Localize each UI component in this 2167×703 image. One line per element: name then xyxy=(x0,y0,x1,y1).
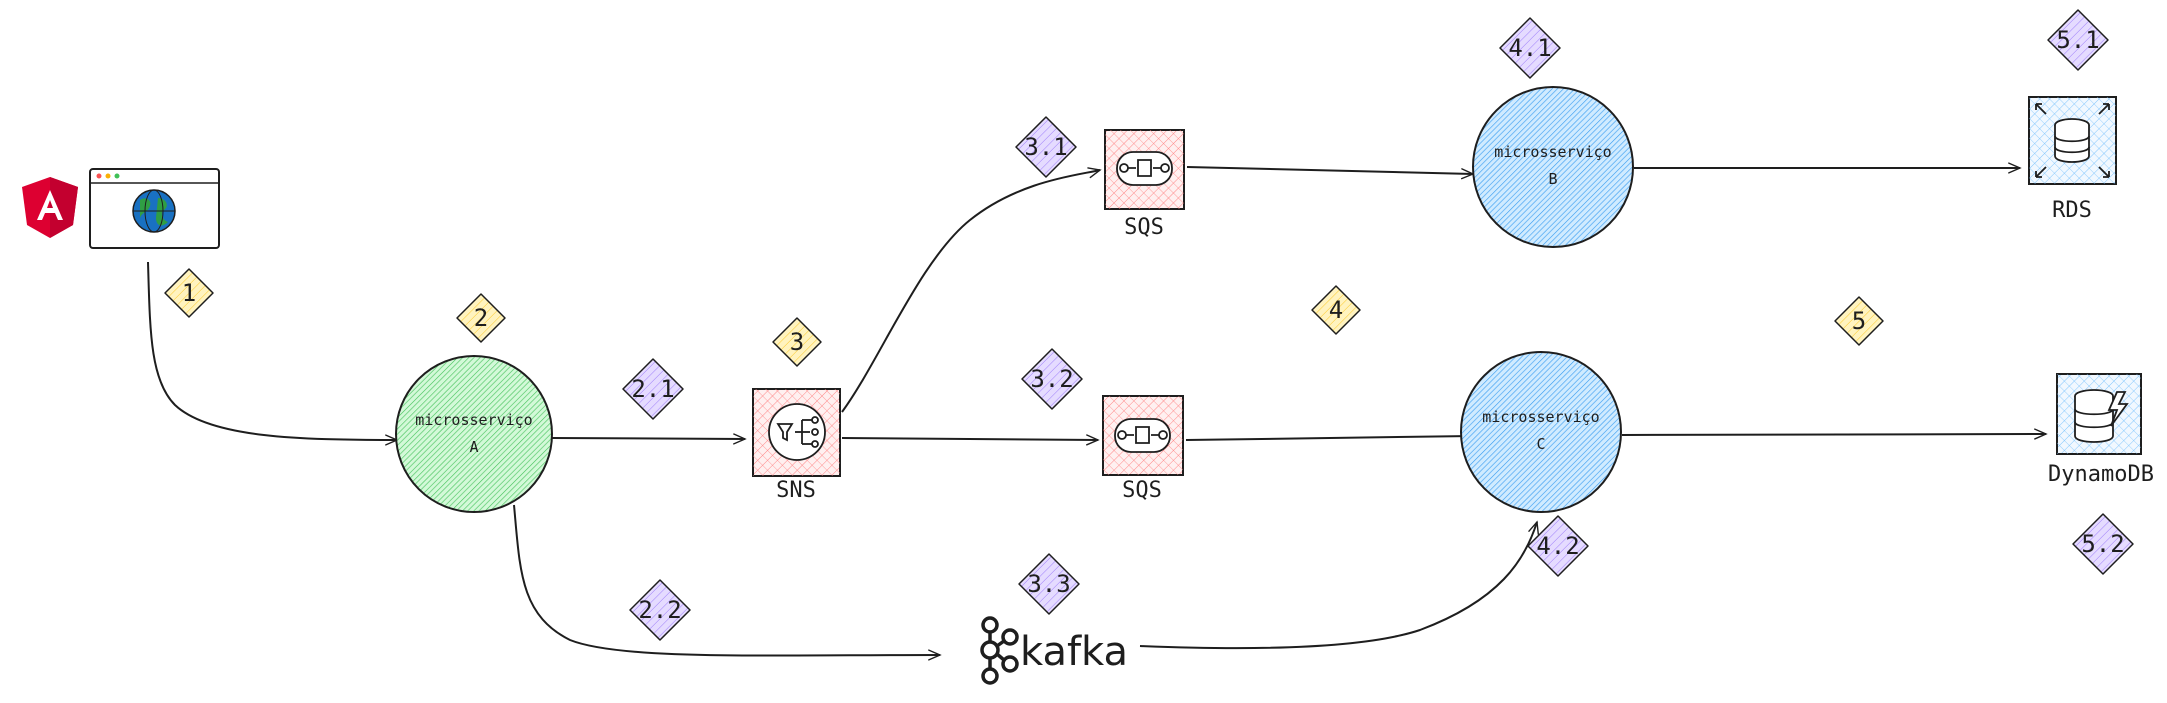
node-sqs-2[interactable]: SQS xyxy=(1102,395,1184,503)
node-dynamodb[interactable]: DynamoDB xyxy=(2048,373,2154,487)
rds-database-icon xyxy=(2035,103,2110,178)
sns-fanout-icon xyxy=(768,403,826,461)
step-badge-3-2: 3.2 xyxy=(1021,348,1083,410)
node-sns[interactable]: SNS xyxy=(752,388,841,503)
dynamodb-table-icon xyxy=(2074,389,2129,443)
node-rds-caption: RDS xyxy=(2052,198,2092,223)
step-badge-5-2-label: 5.2 xyxy=(2081,530,2124,558)
step-badge-2-2: 2.2 xyxy=(629,579,691,641)
node-ms-a-label-line2: A xyxy=(469,438,478,456)
step-badge-3-1-label: 3.1 xyxy=(1024,133,1067,161)
edge-kafka-to-ms-c xyxy=(1139,522,1537,650)
edge-sns-to-sqs1 xyxy=(841,170,1100,413)
node-dynamodb-caption: DynamoDB xyxy=(2048,462,2154,487)
browser-globe-icon xyxy=(89,168,220,249)
edge-sns-to-sqs2 xyxy=(841,438,1098,440)
step-badge-5-1: 5.1 xyxy=(2047,9,2109,71)
step-badge-5-1-label: 5.1 xyxy=(2056,26,2099,54)
step-badge-3: 3 xyxy=(772,317,822,367)
edge-ms-c-to-dynamodb xyxy=(1621,434,2046,435)
edges xyxy=(147,166,2046,656)
edge-sqs1-to-ms-b xyxy=(1186,166,1473,174)
step-badge-3-2-label: 3.2 xyxy=(1030,365,1073,393)
node-rds[interactable]: RDS xyxy=(2028,96,2117,223)
step-badge-3-3-label: 3.3 xyxy=(1027,570,1070,598)
step-badge-4-2-label: 4.2 xyxy=(1536,532,1579,560)
node-kafka[interactable]: kafka xyxy=(980,616,1128,685)
sqs-queue-icon xyxy=(1116,151,1173,186)
step-badge-5-label: 5 xyxy=(1852,307,1866,335)
node-sqs-1-caption: SQS xyxy=(1124,215,1164,240)
node-ms-c-label-line2: C xyxy=(1536,435,1545,453)
step-badge-5: 5 xyxy=(1834,296,1884,346)
node-kafka-caption: kafka xyxy=(1020,629,1128,675)
angular-logo-icon xyxy=(22,177,78,238)
step-badge-4-1-label: 4.1 xyxy=(1508,34,1551,62)
node-ms-b-label-line2: B xyxy=(1548,170,1557,188)
node-ms-a-label-line1: microsserviço xyxy=(415,411,532,429)
edge-sqs2-to-ms-c xyxy=(1185,436,1473,440)
edge-client-to-ms-a xyxy=(147,261,397,440)
step-badge-2-2-label: 2.2 xyxy=(638,596,681,624)
node-ms-b-label-line1: microsserviço xyxy=(1494,143,1611,161)
step-badge-4-2: 4.2 xyxy=(1527,515,1589,577)
edge-ms-a-to-sns xyxy=(551,438,745,439)
step-badge-2-1: 2.1 xyxy=(622,358,684,420)
step-badge-1: 1 xyxy=(164,268,214,318)
node-sns-caption: SNS xyxy=(776,478,816,503)
node-ms-a[interactable]: microsserviço A xyxy=(395,355,553,513)
step-badge-4-1: 4.1 xyxy=(1499,17,1561,79)
step-badge-2-label: 2 xyxy=(474,304,488,332)
kafka-logo-icon xyxy=(980,616,1019,685)
step-badge-3-1: 3.1 xyxy=(1015,116,1077,178)
sqs-queue-icon xyxy=(1114,418,1171,453)
step-badge-5-2: 5.2 xyxy=(2072,513,2134,575)
node-sqs-2-caption: SQS xyxy=(1122,478,1162,503)
node-sqs-1[interactable]: SQS xyxy=(1104,129,1185,240)
edge-ms-a-to-kafka xyxy=(513,504,940,656)
badges: 1 2 2.1 2.2 3 3.1 3.2 3.3 xyxy=(164,9,2134,641)
step-badge-4-label: 4 xyxy=(1329,296,1343,324)
step-badge-3-label: 3 xyxy=(790,328,804,356)
step-badge-2: 2 xyxy=(456,293,506,343)
step-badge-2-1-label: 2.1 xyxy=(631,375,674,403)
node-ms-c-label-line1: microsserviço xyxy=(1482,408,1599,426)
step-badge-3-3: 3.3 xyxy=(1018,553,1080,615)
node-ms-b[interactable]: microsserviço B xyxy=(1472,86,1634,248)
step-badge-4: 4 xyxy=(1311,285,1361,335)
node-ms-c[interactable]: microsserviço C xyxy=(1460,351,1622,513)
step-badge-1-label: 1 xyxy=(182,279,196,307)
